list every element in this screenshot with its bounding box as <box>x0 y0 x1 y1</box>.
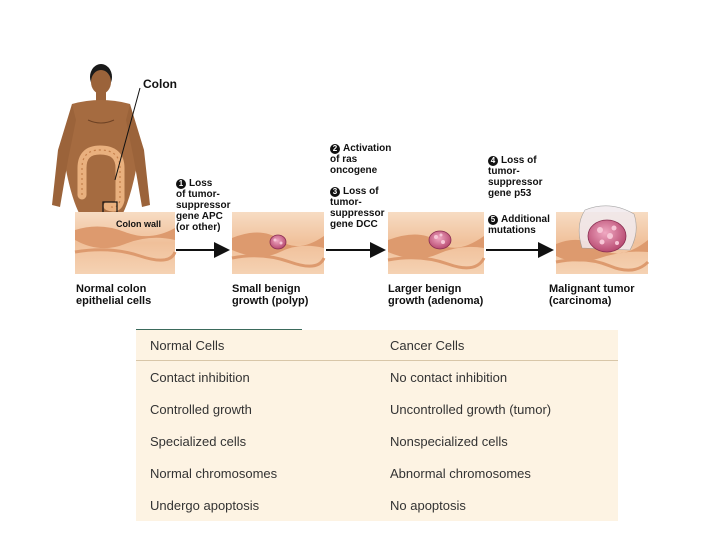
step3-number: 3 <box>330 187 340 197</box>
comparison-table: Normal Cells Cancer Cells Contact inhibi… <box>136 330 618 521</box>
table-row: Specialized cells Nonspecialized cells <box>136 425 618 457</box>
adenoma-growth <box>428 230 452 250</box>
table-header-row: Normal Cells Cancer Cells <box>136 330 618 361</box>
table-row: Normal chromosomes Abnormal chromosomes <box>136 457 618 489</box>
colon-callout-line <box>114 87 141 181</box>
cell-normal: Undergo apoptosis <box>150 497 260 513</box>
cell-cancer: No contact inhibition <box>390 369 508 385</box>
colon-wall-label: Colon wall <box>116 219 161 229</box>
step4-number: 4 <box>488 156 498 166</box>
colon-cancer-progression-diagram <box>52 64 650 274</box>
carcinoma-growth <box>578 205 637 253</box>
table-row: Controlled growth Uncontrolled growth (t… <box>136 393 618 425</box>
step1-number: 1 <box>176 179 186 189</box>
header-normal-cells: Normal Cells <box>136 330 376 361</box>
polyp-growth <box>269 234 287 250</box>
cell-cancer: Nonspecialized cells <box>390 433 508 449</box>
human-figure <box>52 64 150 215</box>
cell-normal: Controlled growth <box>150 401 252 417</box>
stage-carcinoma-label: Malignant tumor(carcinoma) <box>549 283 635 307</box>
step5-number: 5 <box>488 215 498 225</box>
cell-cancer: No apoptosis <box>390 497 466 513</box>
cell-cancer: Uncontrolled growth (tumor) <box>390 401 552 417</box>
cell-normal: Specialized cells <box>150 433 247 449</box>
header-cancer-cells: Cancer Cells <box>376 330 618 361</box>
cell-normal: Contact inhibition <box>150 369 250 385</box>
step2-number: 2 <box>330 144 340 154</box>
colon-label: Colon <box>143 77 177 91</box>
tissue-panel-normal <box>74 212 177 274</box>
cell-cancer: Abnormal chromosomes <box>390 465 531 481</box>
table-row: Undergo apoptosis No apoptosis <box>136 489 618 521</box>
cell-normal: Normal chromosomes <box>150 465 278 481</box>
table-row: Contact inhibition No contact inhibition <box>136 361 618 394</box>
